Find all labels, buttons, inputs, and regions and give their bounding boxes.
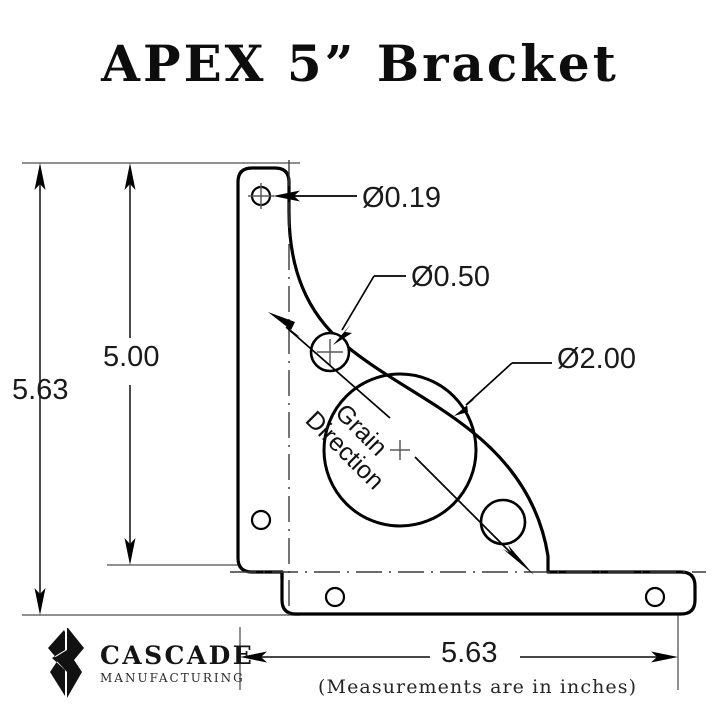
hole-0-19-flange-left [324, 586, 346, 608]
leader-0-19 [273, 190, 357, 202]
units-footnote: (Measurements are in inches) [318, 676, 638, 698]
dimension-leg-height [124, 163, 136, 565]
logo-text-block: CASCADE MANUFACTURING [100, 643, 254, 684]
hole-0-19-top-crosshair [248, 183, 274, 209]
leader-0-50 [333, 275, 406, 345]
dimension-overall-width [240, 651, 678, 663]
grain-direction-arrow [268, 312, 534, 575]
page-title: APEX 5” Bracket [101, 34, 619, 93]
logo-company-name: CASCADE [100, 640, 255, 670]
hole-0-19-flange-right [644, 586, 666, 608]
callout-label-large-bore: Ø2.00 [557, 343, 636, 375]
dimension-label-overall-width: 5.63 [441, 637, 498, 669]
dimension-label-leg-height: 5.00 [103, 341, 160, 373]
cascade-double-chevron-icon [48, 628, 84, 698]
hole-lower-right [479, 498, 527, 546]
cascade-manufacturing-logo: CASCADE MANUFACTURING [48, 626, 254, 700]
hole-0-19-left-lower [250, 509, 272, 531]
hole-0-50-crosshair [317, 339, 343, 365]
callout-label-small-hole: Ø0.19 [362, 182, 441, 214]
bracket-outline [236, 166, 697, 616]
logo-company-subtitle: MANUFACTURING [100, 670, 245, 685]
callout-label-medium-hole: Ø0.50 [411, 261, 490, 293]
dimension-overall-height [34, 163, 46, 615]
leader-2-00 [454, 362, 552, 416]
bore-center-crosshair [390, 440, 410, 460]
dimension-label-overall-height: 5.63 [12, 374, 69, 406]
bore-circle-2-00 [322, 372, 478, 528]
